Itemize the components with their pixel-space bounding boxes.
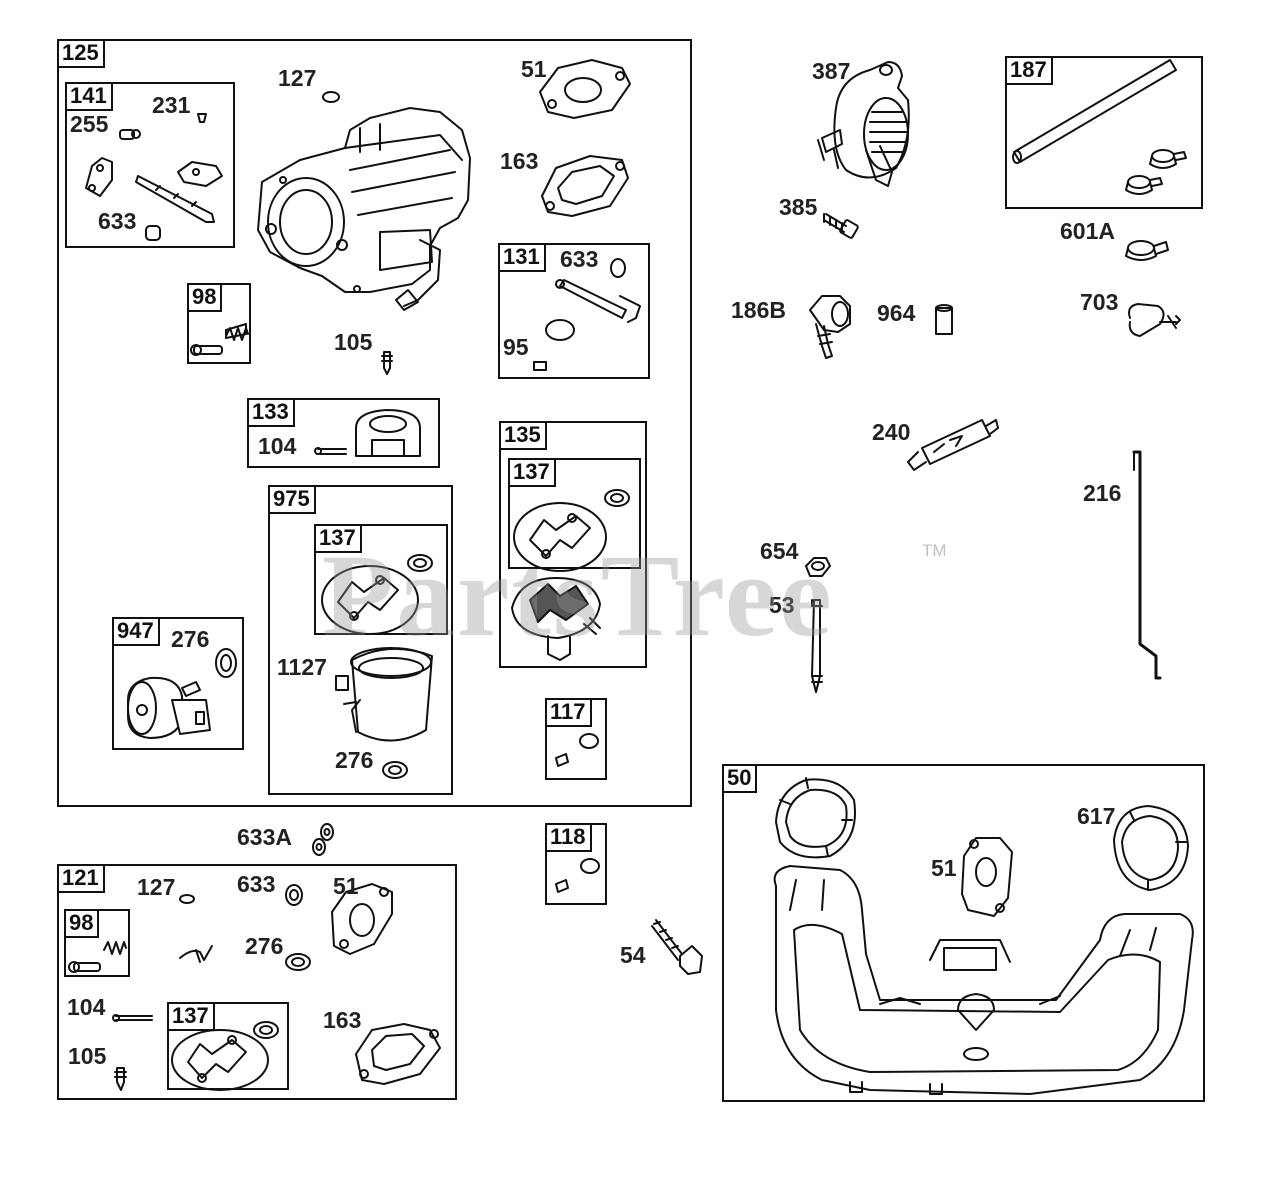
part-label-703[interactable]: 703 [1080, 289, 1119, 315]
kit-tag-137-a[interactable]: 137 [314, 524, 362, 553]
kit-tag-98-upper[interactable]: 98 [187, 283, 223, 312]
part-label-964[interactable]: 964 [877, 300, 916, 326]
kit-tag-121[interactable]: 121 [57, 864, 105, 893]
kit-tag-141[interactable]: 141 [65, 82, 113, 111]
part-label-387[interactable]: 387 [812, 58, 851, 84]
part-label-654[interactable]: 654 [760, 538, 799, 564]
kit-box-141[interactable] [65, 82, 235, 248]
kit-box-131[interactable] [498, 243, 650, 379]
part-label-216[interactable]: 216 [1083, 480, 1122, 506]
part-label-633A[interactable]: 633A [237, 824, 292, 850]
trademark-symbol: TM [922, 541, 947, 560]
gasket-drawing [539, 59, 631, 119]
part-label-127-upper[interactable]: 127 [278, 65, 317, 91]
part-label-105-lower[interactable]: 105 [68, 1043, 107, 1069]
kit-box-137-c[interactable] [167, 1002, 289, 1090]
part-label-127-lower[interactable]: 127 [137, 874, 176, 900]
kit-box-947[interactable] [112, 617, 244, 750]
kit-tag-137-b[interactable]: 137 [508, 458, 556, 487]
kit-tag-137-c[interactable]: 137 [167, 1002, 215, 1031]
kit-tag-131[interactable]: 131 [498, 243, 546, 272]
kit-tag-125[interactable]: 125 [57, 39, 105, 68]
kit-tag-187[interactable]: 187 [1005, 56, 1053, 85]
kit-box-133[interactable] [247, 398, 440, 468]
kit-tag-947[interactable]: 947 [112, 617, 160, 646]
part-label-51-lower[interactable]: 51 [333, 873, 359, 899]
kit-box-137-a[interactable] [314, 524, 448, 635]
partstree-watermark: PartsTree [322, 530, 834, 661]
kit-tag-975[interactable]: 975 [268, 485, 316, 514]
part-label-633-c[interactable]: 633 [237, 871, 276, 897]
kit-box-137-b[interactable] [508, 458, 641, 569]
part-label-104-upper[interactable]: 104 [258, 433, 297, 459]
carburetor-drawing [257, 107, 471, 311]
kit-tag-135[interactable]: 135 [499, 421, 547, 450]
part-label-601A[interactable]: 601A [1060, 218, 1115, 244]
kit-box-187[interactable] [1005, 56, 1203, 209]
part-label-104-lower[interactable]: 104 [67, 994, 106, 1020]
part-label-1127[interactable]: 1127 [277, 654, 327, 680]
part-label-95[interactable]: 95 [503, 334, 529, 360]
part-label-163-lower[interactable]: 163 [323, 1007, 362, 1033]
part-label-633-b[interactable]: 633 [560, 246, 599, 272]
kit-tag-118[interactable]: 118 [545, 823, 592, 852]
part-label-385[interactable]: 385 [779, 194, 818, 220]
part-label-255[interactable]: 255 [70, 111, 109, 137]
kit-tag-117[interactable]: 117 [545, 698, 592, 727]
part-label-633-a[interactable]: 633 [98, 208, 137, 234]
part-label-51-manifold[interactable]: 51 [931, 855, 957, 881]
kit-box-50[interactable] [722, 764, 1205, 1102]
kit-tag-98-lower[interactable]: 98 [64, 909, 100, 938]
kit-tag-50[interactable]: 50 [722, 764, 758, 793]
kit-box-975[interactable] [268, 485, 453, 795]
part-label-617[interactable]: 617 [1077, 803, 1116, 829]
part-label-163-upper[interactable]: 163 [500, 148, 539, 174]
kit-box-125[interactable] [57, 39, 692, 807]
part-label-51-upper[interactable]: 51 [521, 56, 547, 82]
part-label-276-b[interactable]: 276 [335, 747, 374, 773]
o-ring-drawing [322, 91, 340, 103]
part-label-186B[interactable]: 186B [731, 297, 786, 323]
kit-box-121[interactable] [57, 864, 457, 1100]
part-label-276-c[interactable]: 276 [245, 933, 284, 959]
part-label-276-a[interactable]: 276 [171, 626, 210, 652]
kit-tag-133[interactable]: 133 [247, 398, 295, 427]
part-label-54[interactable]: 54 [620, 942, 646, 968]
part-label-53[interactable]: 53 [769, 592, 795, 618]
part-label-240[interactable]: 240 [872, 419, 911, 445]
kit-box-135[interactable] [499, 421, 647, 668]
part-label-231[interactable]: 231 [152, 92, 191, 118]
part-label-105-upper[interactable]: 105 [334, 329, 373, 355]
